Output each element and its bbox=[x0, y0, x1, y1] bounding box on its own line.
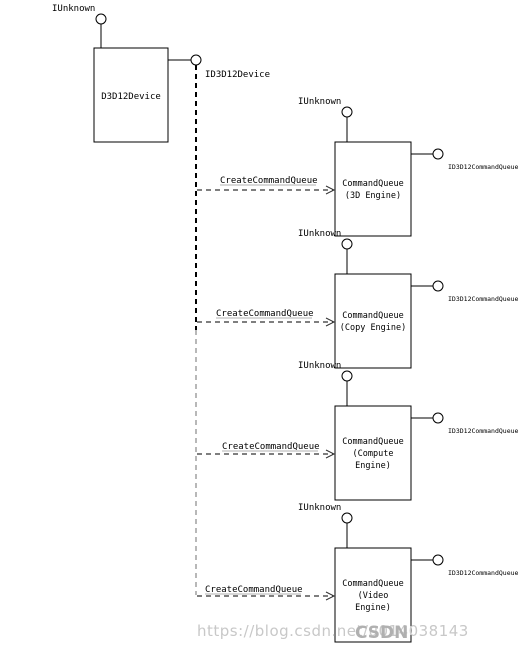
queue-name-line: Engine) bbox=[355, 461, 391, 471]
queue-interface-label: ID3D12CommandQueue bbox=[448, 295, 519, 303]
watermark-brand: CSDN bbox=[355, 623, 408, 643]
queue-box bbox=[334, 273, 412, 369]
queue-iunknown-label: IUnknown bbox=[298, 229, 341, 239]
create-command-queue-label: CreateCommandQueue bbox=[222, 442, 320, 452]
queue-box bbox=[334, 141, 412, 237]
queue-name-line: (Compute bbox=[353, 449, 394, 459]
create-arrowhead-icon bbox=[325, 317, 336, 327]
device-interface-lollipop-icon bbox=[190, 54, 202, 66]
create-arrowhead-icon bbox=[325, 185, 336, 195]
device-node: IUnknown D3D12Device ID3D12Device bbox=[52, 4, 270, 143]
queue-name-line: Engine) bbox=[355, 603, 391, 613]
queue-interface-lollipop-icon bbox=[432, 280, 444, 292]
queue-name-line: (Copy Engine) bbox=[340, 323, 407, 333]
queue-box bbox=[334, 547, 412, 643]
queue-interface-lollipop-icon bbox=[432, 554, 444, 566]
queue-name-line: (3D Engine) bbox=[345, 191, 401, 201]
create-command-queue-label: CreateCommandQueue bbox=[220, 176, 318, 186]
watermark-url: https://blog.csdn.net/u014038143 bbox=[197, 622, 469, 640]
create-arrowhead-icon bbox=[325, 591, 336, 601]
queue-interface-lollipop-icon bbox=[432, 148, 444, 160]
create-command-queue-label: CreateCommandQueue bbox=[216, 309, 314, 319]
device-box bbox=[93, 47, 169, 143]
device-iunknown-lollipop-icon bbox=[95, 13, 107, 25]
queue-interface-label: ID3D12CommandQueue bbox=[448, 569, 519, 577]
device-iunknown-label: IUnknown bbox=[52, 4, 95, 14]
queue-name-line: CommandQueue bbox=[342, 311, 403, 321]
device-name-label: D3D12Device bbox=[101, 92, 161, 102]
queue-iunknown-lollipop-icon bbox=[341, 370, 353, 382]
queue-name-line: CommandQueue bbox=[342, 437, 403, 447]
command-queue-node: IUnknownID3D12CommandQueueCommandQueue(C… bbox=[197, 229, 519, 369]
queue-iunknown-lollipop-icon bbox=[341, 238, 353, 250]
queue-interface-label: ID3D12CommandQueue bbox=[448, 427, 519, 435]
queue-box bbox=[334, 405, 412, 501]
queue-name-line: (Video bbox=[358, 591, 389, 601]
command-queue-group: IUnknownID3D12CommandQueueCommandQueue(3… bbox=[197, 97, 519, 643]
create-command-queue-label: CreateCommandQueue bbox=[205, 585, 303, 595]
queue-iunknown-lollipop-icon bbox=[341, 106, 353, 118]
queue-interface-lollipop-icon bbox=[432, 412, 444, 424]
queue-iunknown-label: IUnknown bbox=[298, 361, 341, 371]
queue-iunknown-lollipop-icon bbox=[341, 512, 353, 524]
queue-interface-label: ID3D12CommandQueue bbox=[448, 163, 519, 171]
device-interface-label: ID3D12Device bbox=[205, 70, 270, 80]
queue-iunknown-label: IUnknown bbox=[298, 503, 341, 513]
command-queue-node: IUnknownID3D12CommandQueueCommandQueue(3… bbox=[197, 97, 519, 237]
queue-name-line: CommandQueue bbox=[342, 579, 403, 589]
queue-name-line: CommandQueue bbox=[342, 179, 403, 189]
queue-iunknown-label: IUnknown bbox=[298, 97, 341, 107]
create-arrowhead-icon bbox=[325, 449, 336, 459]
